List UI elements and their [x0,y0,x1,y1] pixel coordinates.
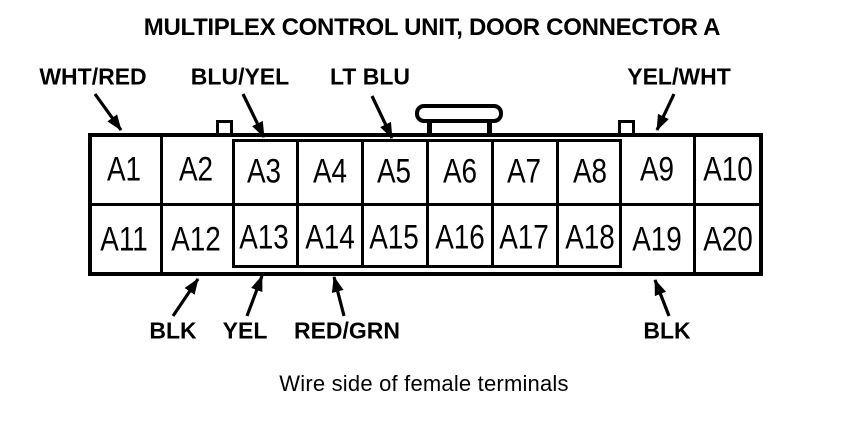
latch-leg-right [487,119,492,133]
pin-cell-a6: A6 [442,152,478,191]
pin-cell-a9: A9 [639,150,675,189]
pin-cell-a8: A8 [572,152,608,191]
pin-cell-a2: A2 [178,150,214,189]
pin-cell-a12: A12 [171,220,221,259]
arrow-blk-to-a12 [171,278,200,317]
arrow-yel-wht-to-a9 [655,93,676,131]
pin-cell-a16: A16 [435,218,485,257]
pin-cell-a15: A15 [369,218,419,257]
arrow-red-grn-to-a14 [331,276,346,317]
arrow-blk-to-a19 [653,279,671,317]
divider-a1-a2 [160,133,163,276]
pin-cell-a11: A11 [100,220,148,259]
arrow-yel-to-a13 [245,275,264,317]
pin-cell-a3: A3 [246,152,282,191]
wire-label-lt-blu: LT BLU [329,63,411,90]
wire-label-yel-wht: YEL/WHT [627,63,731,90]
row-divider-line [88,203,763,206]
wire-label-blk-right: BLK [643,317,691,344]
pin-cell-a1: A1 [106,150,142,189]
arrow-wht-red-to-a1 [93,93,123,131]
pin-cell-a17: A17 [499,218,549,257]
arrow-lt-blu-to-a5 [370,95,394,139]
pin-cell-a4: A4 [312,152,348,191]
wire-label-blu-yel: BLU/YEL [190,63,290,90]
wire-label-wht-red: WHT/RED [39,63,147,90]
pin-cell-a18: A18 [565,218,615,257]
divider-a6-a7 [491,139,494,268]
index-tab-right-icon [618,120,635,133]
pin-cell-a10: A10 [703,150,753,189]
divider-a4-a5 [361,139,364,268]
diagram-title: MULTIPLEX CONTROL UNIT, DOOR CONNECTOR A [143,14,721,41]
wire-label-yel: YEL [222,317,268,344]
index-tab-left-icon [216,120,233,133]
pin-cell-a7: A7 [506,152,542,191]
pin-cell-a19: A19 [632,220,682,259]
divider-a9-a10 [693,133,696,276]
divider-a5-a6 [426,139,429,268]
arrow-blu-yel-to-a3 [241,93,266,138]
pin-cell-a14: A14 [305,218,355,257]
wire-label-red-grn: RED/GRN [293,317,401,344]
pin-cell-a20: A20 [703,220,753,259]
latch-tab-icon [415,104,503,123]
latch-leg-left [427,119,432,133]
pin-cell-a13: A13 [239,218,289,257]
divider-a7-a8 [556,139,559,268]
diagram-caption: Wire side of female terminals [279,371,569,396]
wire-label-blk-left: BLK [149,317,197,344]
pin-cell-a5: A5 [376,152,412,191]
divider-a3-a4 [296,139,299,268]
